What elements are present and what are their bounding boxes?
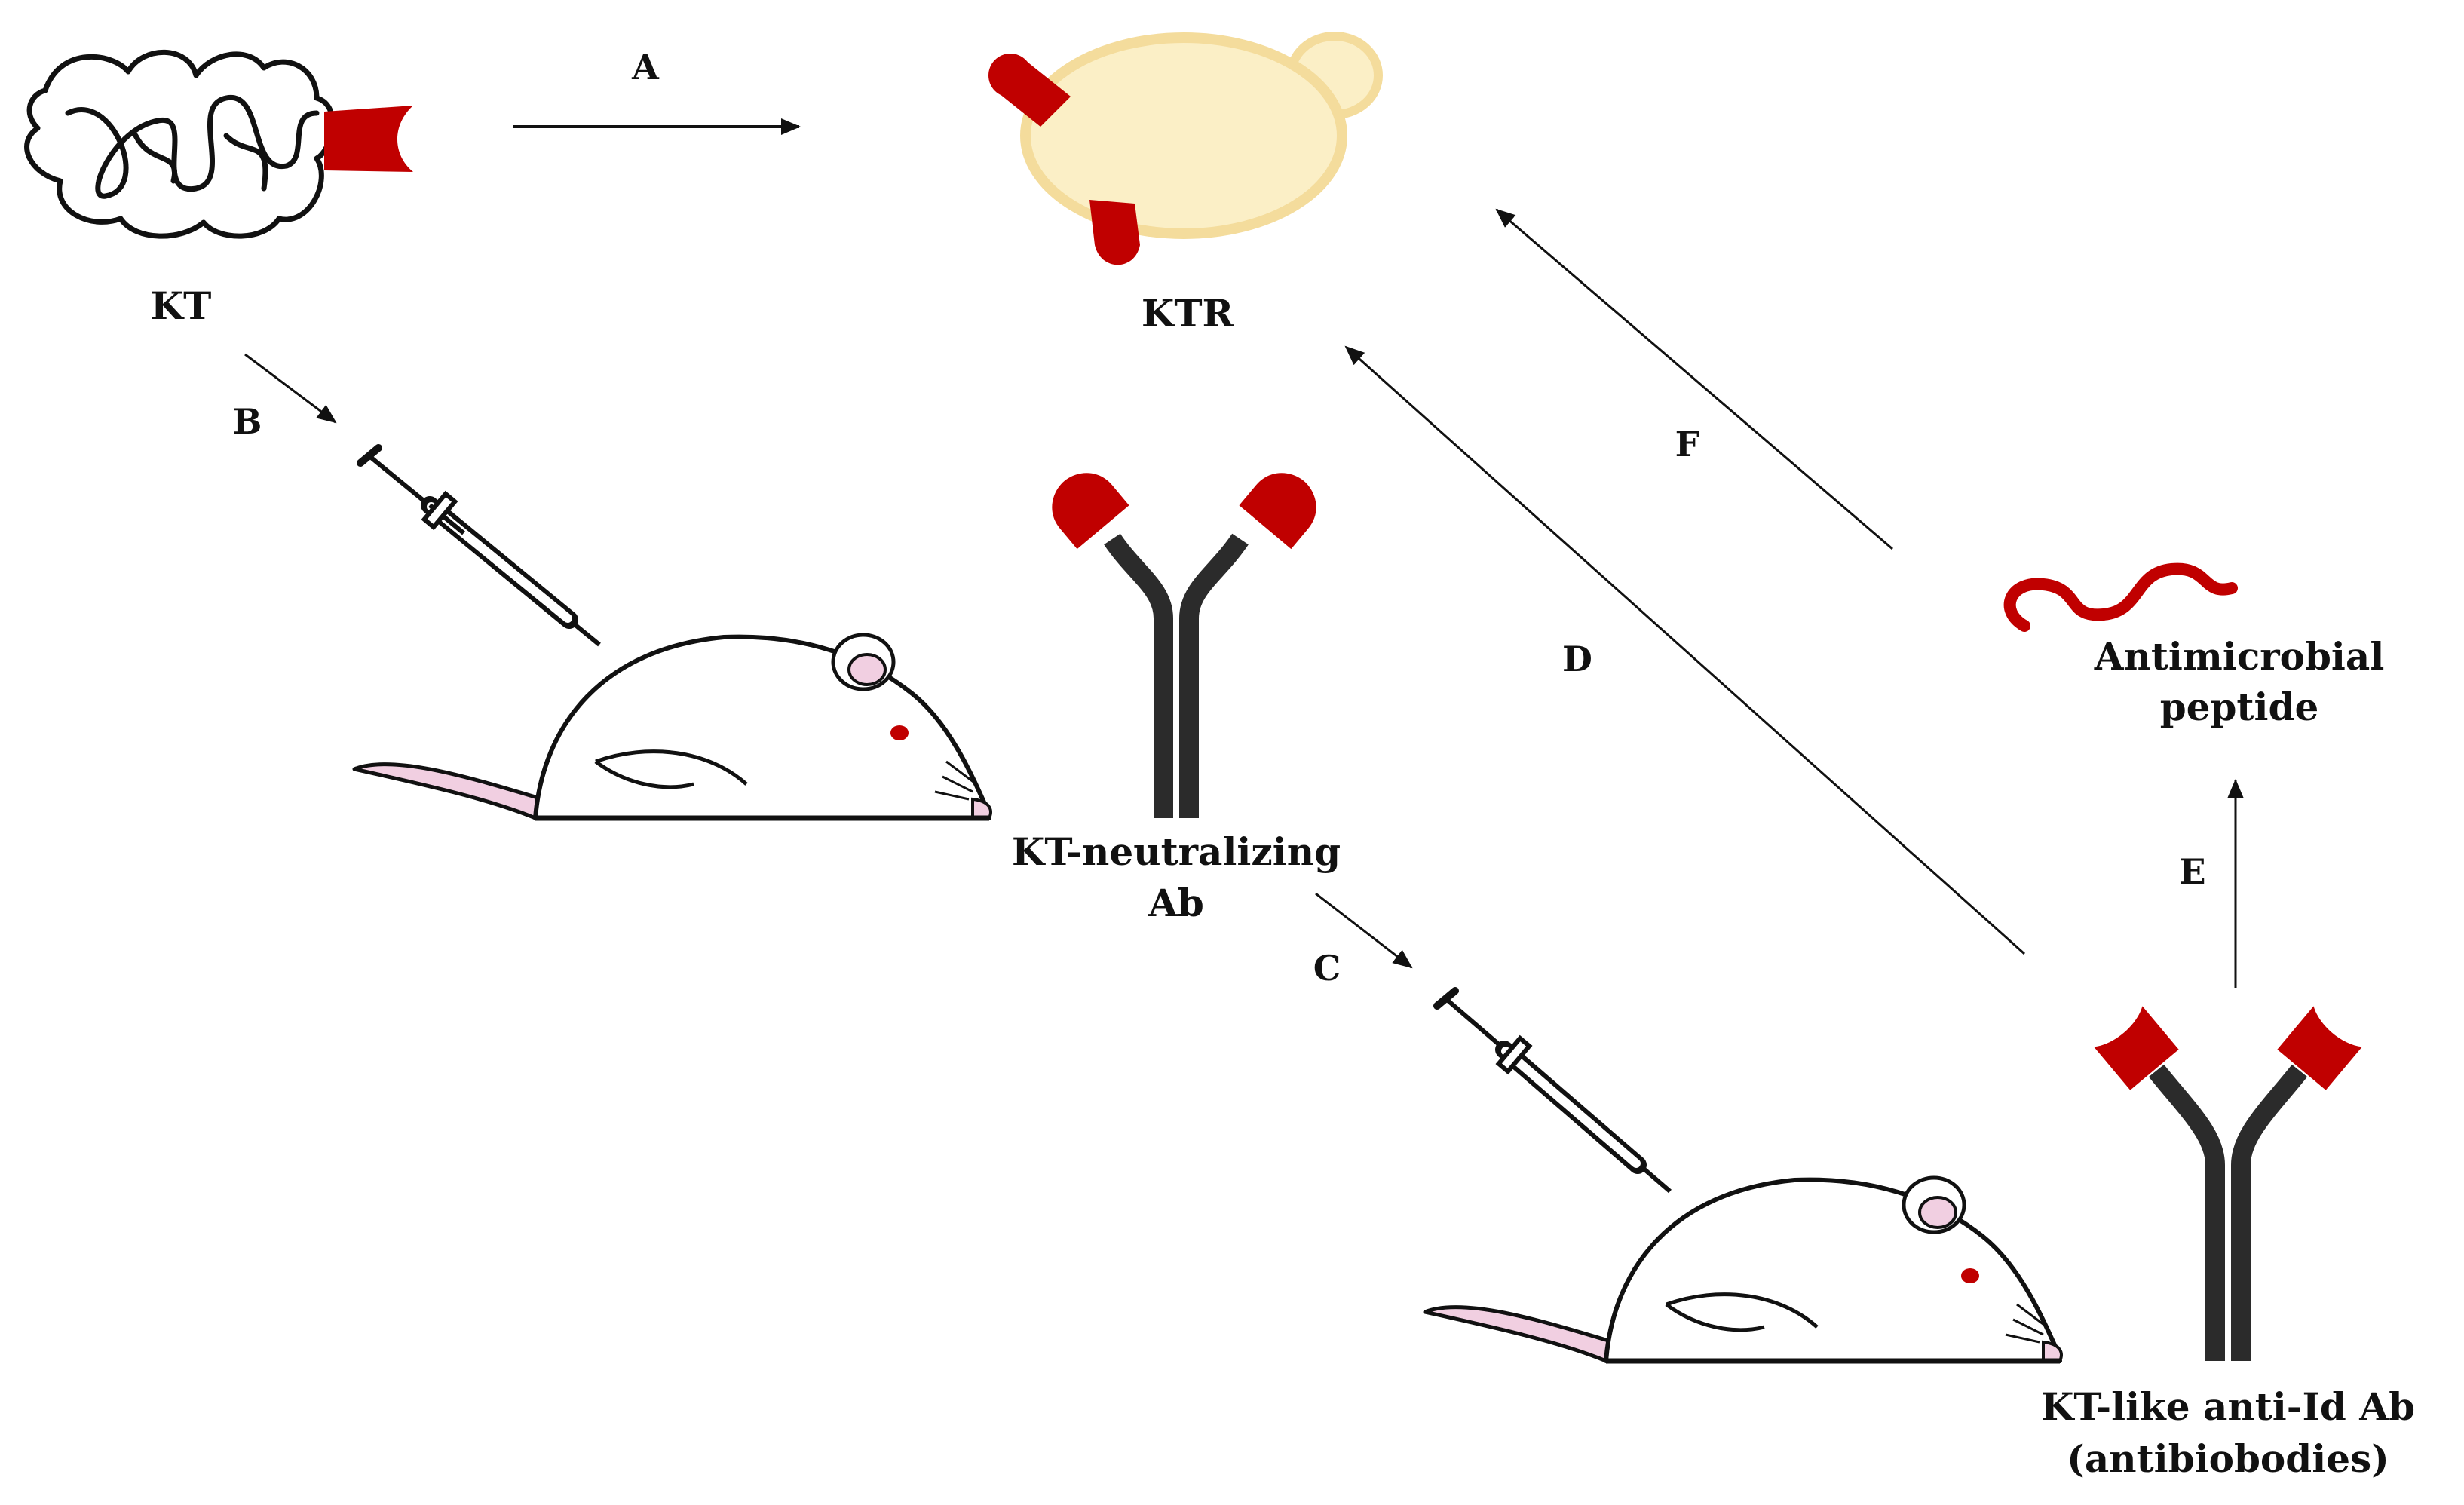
receptor-icon [988, 54, 1071, 127]
antimicrobial-label-line2: peptide [2160, 685, 2319, 729]
kt-neutralizing-label-line2: Ab [1148, 881, 1204, 925]
anti-idiotypic-antibody-icon [2094, 1006, 2362, 1361]
step-label-e: E [2179, 851, 2205, 892]
mouse-icon [1423, 1175, 2063, 1364]
arrow-d [1344, 345, 2026, 955]
arrow-b [244, 353, 337, 424]
yeast-cell-icon [988, 32, 1383, 265]
step-label-b: B [233, 401, 262, 442]
receptor-icon [1089, 200, 1140, 265]
kt-label: KT [151, 284, 212, 328]
killer-toxin-icon [24, 49, 413, 239]
kt-neutralizing-antibody-icon [1052, 473, 1316, 818]
antimicrobial-peptide-icon [2003, 562, 2238, 632]
step-label-c: C [1313, 948, 1341, 989]
step-label-d: D [1562, 639, 1592, 679]
syringe-icon [357, 444, 601, 647]
arrow-f [1495, 208, 1893, 550]
syringe-icon [1433, 987, 1672, 1194]
anti-id-label-line1: KT-like anti-Id Ab [2041, 1384, 2415, 1429]
kt-neutralizing-label-line1: KT-neutralizing [1012, 829, 1341, 874]
anti-id-label-line2: (antibiobodies) [2067, 1436, 2389, 1481]
step-label-a: A [631, 47, 660, 87]
antimicrobial-label-line1: Antimicrobial [2094, 634, 2385, 679]
mouse-icon [352, 633, 992, 821]
arrow-c [1315, 892, 1413, 969]
ktr-label: KTR [1142, 291, 1234, 336]
step-label-f: F [1675, 424, 1700, 464]
